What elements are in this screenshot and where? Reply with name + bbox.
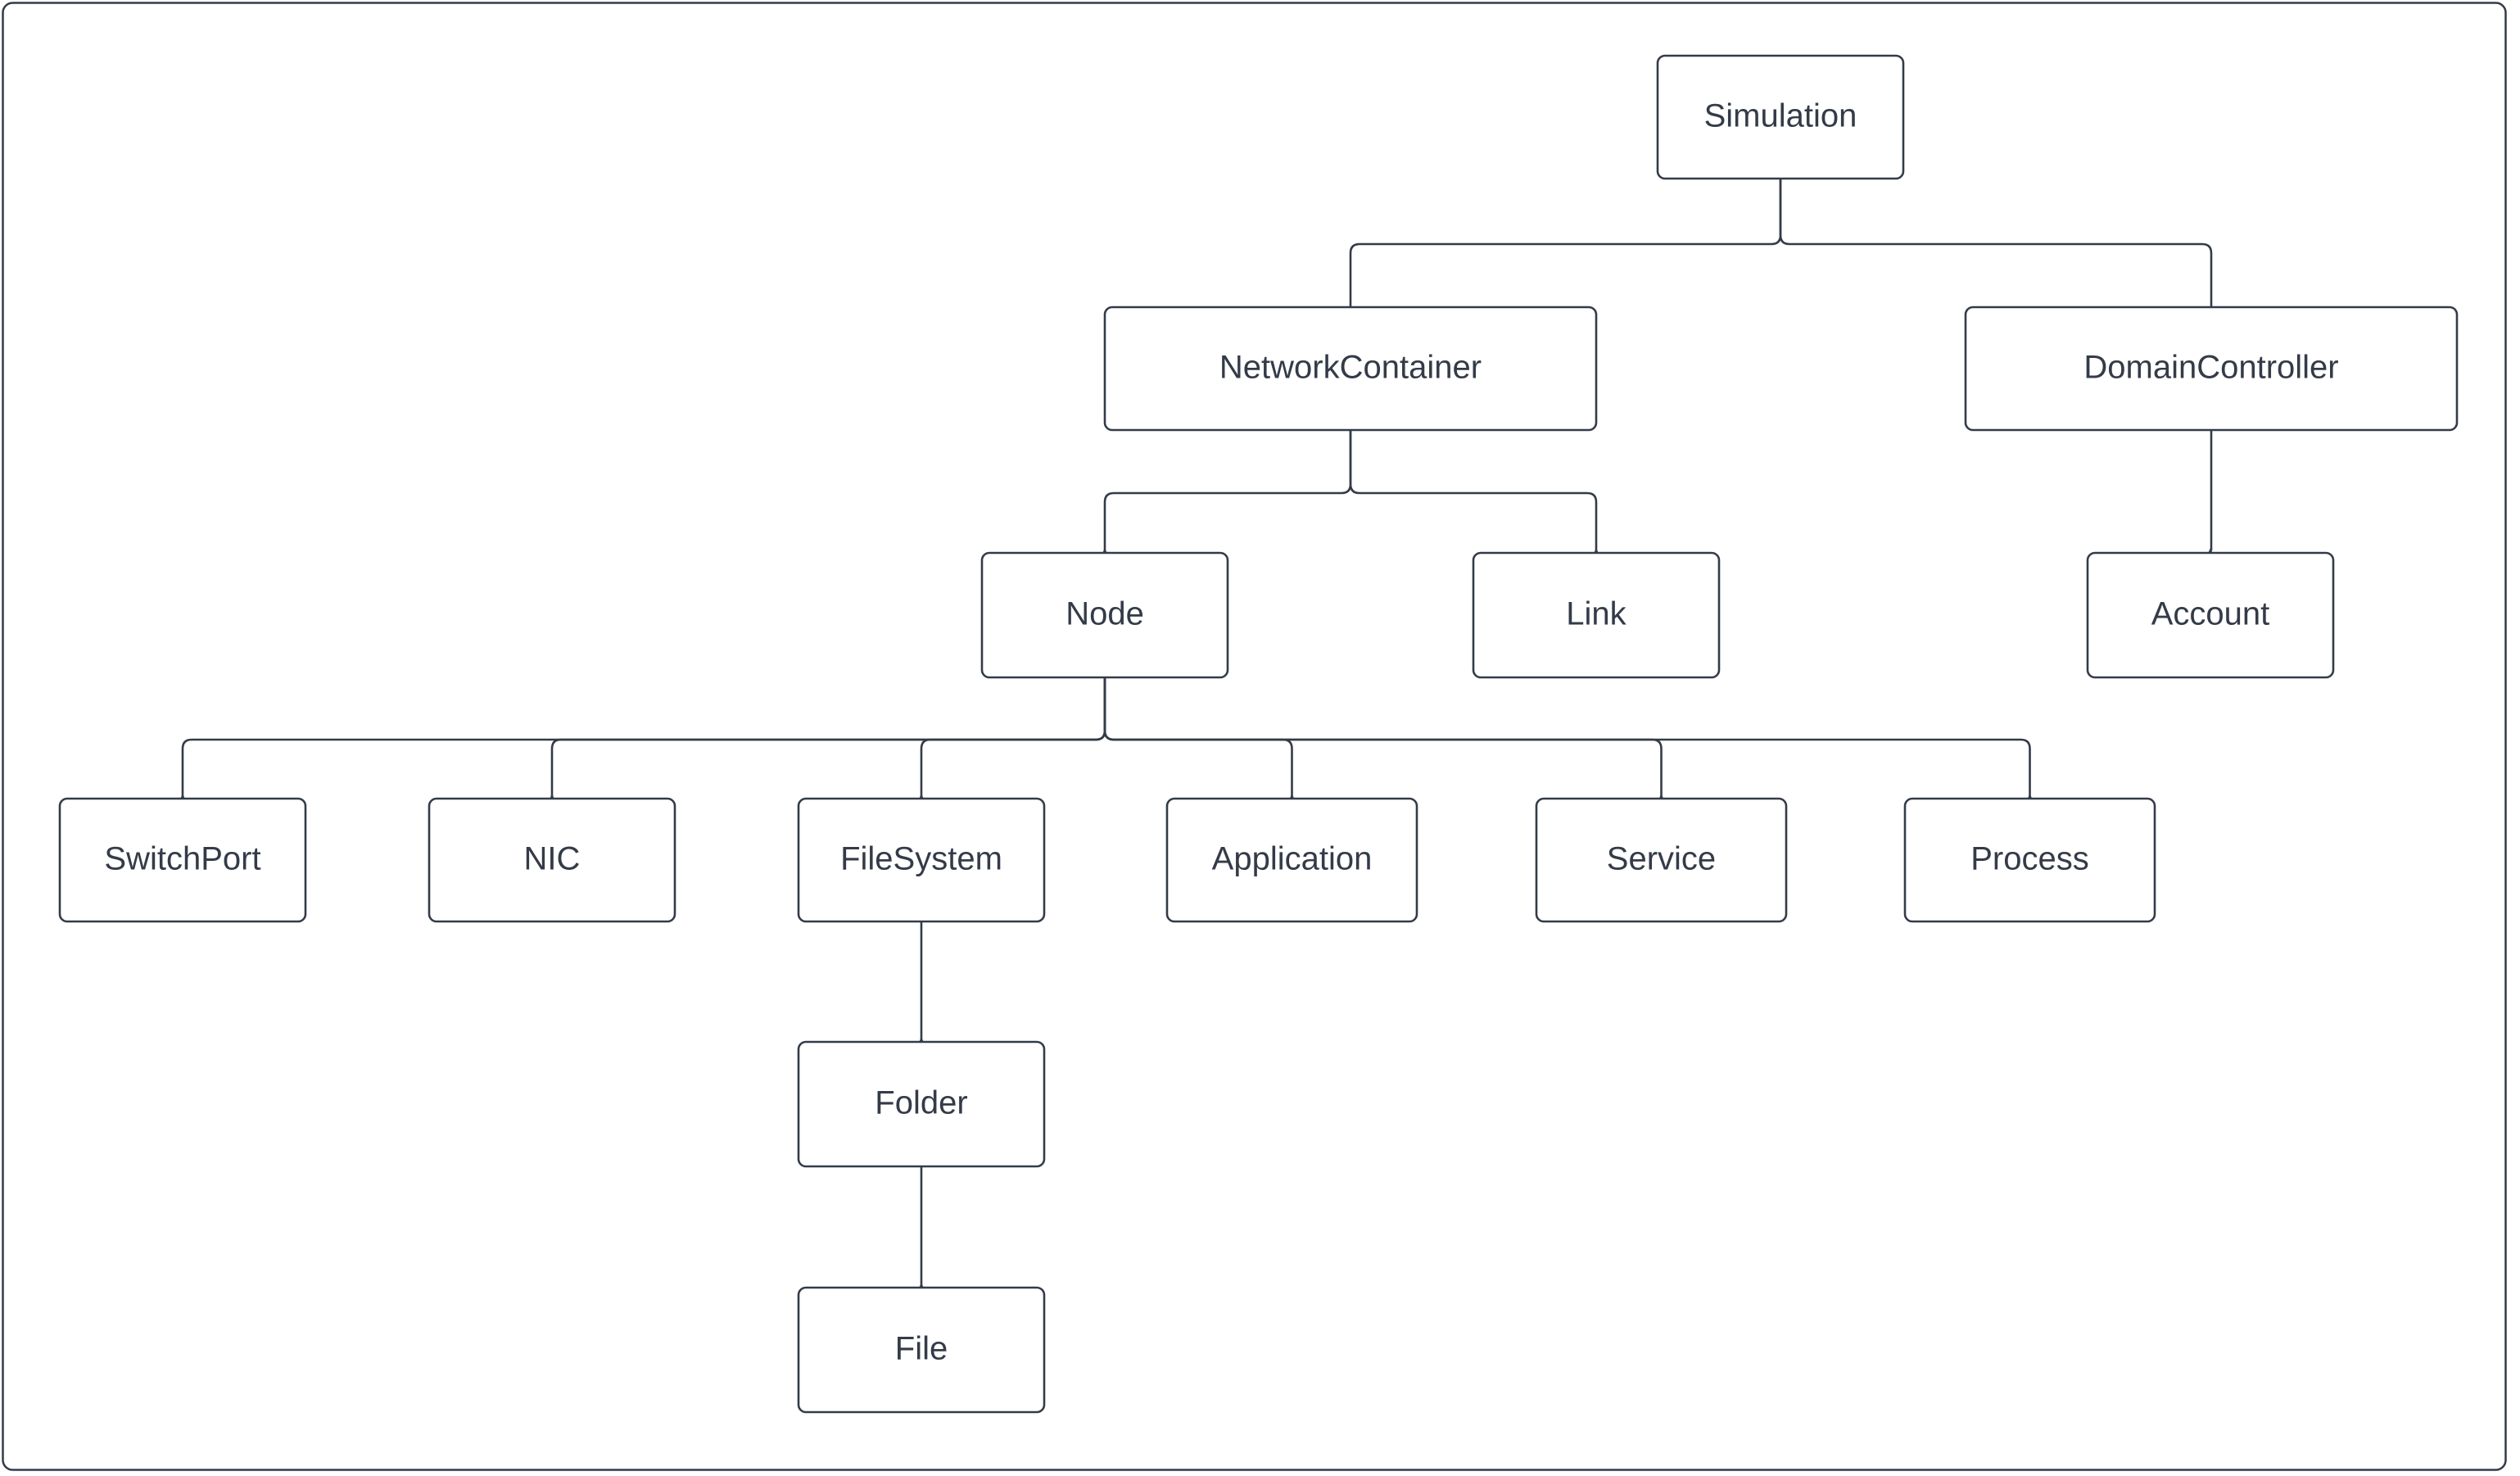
class-node-file[interactable]: File	[797, 1286, 1046, 1414]
edge-simulation-to-domaincontroller	[1779, 179, 2213, 307]
edge-networkcontainer-to-node	[1103, 430, 1352, 550]
class-label-simulation: Simulation	[1704, 98, 1857, 134]
class-node-folder[interactable]: Folder	[797, 1040, 1046, 1168]
class-box-networkcontainer[interactable]	[1103, 306, 1598, 432]
edge-node-to-service	[1103, 677, 1663, 796]
class-box-service[interactable]	[1535, 797, 1788, 923]
class-node-domaincontroller[interactable]: DomainController	[1964, 306, 2459, 432]
class-box-nic[interactable]	[428, 797, 676, 923]
class-label-folder: Folder	[875, 1085, 967, 1121]
class-label-node: Node	[1065, 596, 1144, 632]
class-box-file[interactable]	[797, 1286, 1046, 1414]
class-node-service[interactable]: Service	[1535, 797, 1788, 923]
edge-node-to-filesystem	[920, 677, 1106, 796]
class-box-application[interactable]	[1165, 797, 1418, 923]
class-box-domaincontroller[interactable]	[1964, 306, 2459, 432]
class-node-process[interactable]: Process	[1903, 797, 2156, 923]
class-box-link[interactable]	[1472, 551, 1721, 679]
class-label-filesystem: FileSystem	[840, 841, 1002, 877]
class-label-service: Service	[1607, 841, 1716, 877]
class-node-account[interactable]: Account	[2086, 551, 2335, 679]
class-node-networkcontainer[interactable]: NetworkContainer	[1103, 306, 1598, 432]
class-label-networkcontainer: NetworkContainer	[1219, 350, 1482, 386]
edge-node-to-process	[1103, 677, 2031, 796]
class-node-application[interactable]: Application	[1165, 797, 1418, 923]
class-node-simulation[interactable]: Simulation	[1656, 54, 1905, 180]
class-box-node[interactable]	[980, 551, 1229, 679]
class-box-filesystem[interactable]	[797, 797, 1046, 923]
class-box-simulation[interactable]	[1656, 54, 1905, 180]
class-label-account: Account	[2151, 596, 2270, 632]
class-label-link: Link	[1566, 596, 1626, 632]
edge-networkcontainer-to-link	[1349, 430, 1598, 550]
class-box-switchport[interactable]	[58, 797, 307, 923]
class-node-node[interactable]: Node	[980, 551, 1229, 679]
class-box-folder[interactable]	[797, 1040, 1046, 1168]
class-label-nic: NIC	[524, 841, 581, 877]
class-label-process: Process	[1970, 841, 2089, 877]
edge-node-to-switchport	[181, 677, 1106, 796]
edge-simulation-to-networkcontainer	[1349, 179, 1782, 307]
edge-node-to-application	[1103, 677, 1293, 796]
class-label-file: File	[895, 1331, 948, 1367]
class-box-process[interactable]	[1903, 797, 2156, 923]
class-node-switchport[interactable]: SwitchPort	[58, 797, 307, 923]
class-node-link[interactable]: Link	[1472, 551, 1721, 679]
class-label-switchport: SwitchPort	[104, 841, 260, 877]
class-label-application: Application	[1212, 841, 1373, 877]
class-node-nic[interactable]: NIC	[428, 797, 676, 923]
class-label-domaincontroller: DomainController	[2083, 350, 2338, 386]
class-node-filesystem[interactable]: FileSystem	[797, 797, 1046, 923]
class-box-account[interactable]	[2086, 551, 2335, 679]
edge-node-to-nic	[550, 677, 1106, 796]
